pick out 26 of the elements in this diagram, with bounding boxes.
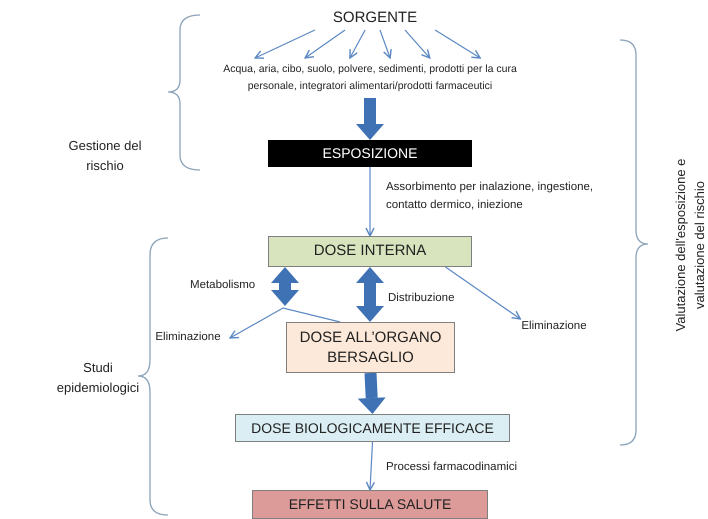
arrow (366, 442, 376, 491)
arrow (349, 30, 366, 59)
process-box: DOSE ALL’ORGANO BERSAGLIO (286, 322, 455, 373)
block-arrow (271, 267, 299, 306)
side-label: Studi epidemiologici (56, 359, 140, 397)
arrow (254, 29, 316, 59)
sources-list: Acqua, aria, cibo, suolo, polvere, sedimenti, prodotti per la cura personale, integratori alimentari/prodotti farmaceutici (200, 58, 540, 98)
side-label: Valutazione dell'esposizione e valutazione del rischio (672, 158, 708, 334)
arrow (404, 30, 430, 59)
arrow (379, 30, 392, 59)
block-arrow (356, 267, 384, 322)
source-label: SORGENTE (305, 6, 445, 30)
process-box: DOSE INTERNA (268, 236, 472, 267)
arrow (229, 307, 340, 339)
process-box: EFFETTI SULLA SALUTE (252, 490, 488, 519)
elimination-label: Eliminazione (146, 330, 230, 346)
block-arrow (356, 98, 384, 140)
process-box: DOSE BIOLOGICAMENTE EFFICACE (235, 414, 510, 442)
elimination-label: Eliminazione (512, 319, 596, 335)
block-arrow (358, 372, 386, 414)
arrow (434, 30, 481, 59)
arrow (365, 167, 375, 237)
arrow (445, 266, 522, 320)
side-label: Gestione del rischio (68, 137, 142, 175)
arrow (304, 30, 346, 59)
process-box: ESPOSIZIONE (268, 140, 472, 167)
